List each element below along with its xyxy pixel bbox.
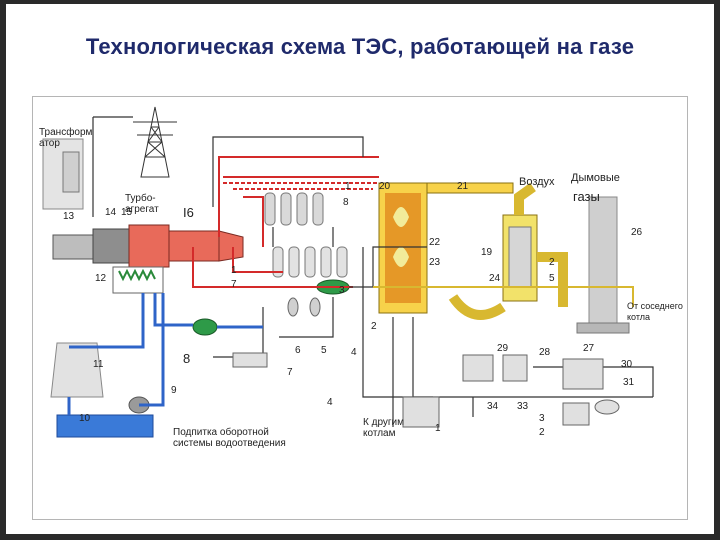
lp-heaters xyxy=(272,246,348,278)
marker-10: 10 xyxy=(79,413,91,424)
turbo-generator xyxy=(52,224,244,268)
marker-18-bottom: 8 xyxy=(343,197,349,208)
marker-4-lower: 4 xyxy=(327,397,333,408)
marker-28: 28 xyxy=(539,347,551,358)
page-title: Технологическая схема ТЭС, работающей на… xyxy=(85,34,635,59)
marker-29: 29 xyxy=(497,343,509,354)
transformer-label: Трансформ атор xyxy=(39,127,93,149)
marker-12: 12 xyxy=(95,273,107,284)
flue-gases-label-2: газы xyxy=(573,189,600,204)
marker-9: 9 xyxy=(171,385,177,396)
marker-18-top: 1 xyxy=(345,181,351,192)
marker-4-upper: 4 xyxy=(351,347,357,358)
marker-23: 23 xyxy=(429,257,441,268)
other-boilers-label: К другим котлам xyxy=(363,417,404,439)
marker-13: 13 xyxy=(63,211,75,222)
boiler xyxy=(378,182,514,314)
steam-lines xyxy=(192,156,379,288)
marker-25-top: 2 xyxy=(549,257,555,268)
marker-21: 21 xyxy=(457,181,469,192)
slide: Технологическая схема ТЭС, работающей на… xyxy=(6,4,714,534)
condenser xyxy=(112,266,164,294)
marker-22: 22 xyxy=(429,237,441,248)
marker-26: 26 xyxy=(631,227,643,238)
neighbor-boiler-label: От соседнего котла xyxy=(627,301,683,322)
marker-32-bottom: 2 xyxy=(539,427,545,438)
marker-30: 30 xyxy=(621,359,633,370)
feed-pumps xyxy=(287,297,321,317)
marker-8: 8 xyxy=(183,351,191,366)
marker-24: 24 xyxy=(489,273,501,284)
turbo-label: Турбо-агрегат xyxy=(125,193,159,215)
marker-34: 34 xyxy=(487,401,499,412)
cooling-tower xyxy=(50,342,104,398)
marker-2: 2 xyxy=(371,321,377,332)
cooling-basin xyxy=(56,414,154,438)
marker-20: 20 xyxy=(379,181,391,192)
transformer xyxy=(42,138,84,210)
marker-32-top: 3 xyxy=(539,413,545,424)
marker-3: 3 xyxy=(339,285,345,296)
marker-1: 1 xyxy=(435,423,441,434)
plant-schematic xyxy=(42,106,654,438)
chimney xyxy=(576,196,630,334)
marker-7: 7 xyxy=(287,367,293,378)
power-tower xyxy=(133,106,177,178)
marker-17-top: 1 xyxy=(231,265,237,276)
marker-15: 15 xyxy=(121,207,133,218)
lower-equipment xyxy=(232,352,620,428)
marker-11: 11 xyxy=(93,359,104,370)
marker-17-bottom: 7 xyxy=(231,279,237,290)
gas-line xyxy=(373,286,634,307)
marker-27: 27 xyxy=(583,343,595,354)
flue-gases-label-1: Дымовые xyxy=(571,172,620,184)
marker-31: 31 xyxy=(623,377,635,388)
makeup-label: Подпитка оборотной системы водоотведения xyxy=(173,427,286,449)
marker-16: I6 xyxy=(183,205,194,220)
marker-6: 6 xyxy=(295,345,301,356)
schematic-frame: Трансформ атор Турбо-агрегат Воздух Дымо… xyxy=(32,96,688,520)
condensate-lines xyxy=(67,293,263,415)
hp-heaters xyxy=(264,192,324,226)
condensate-pump xyxy=(192,318,218,336)
marker-5: 5 xyxy=(321,345,327,356)
marker-33: 33 xyxy=(517,401,529,412)
marker-19: 19 xyxy=(481,247,493,258)
marker-25-bottom: 5 xyxy=(549,273,555,284)
air-heater xyxy=(448,182,568,320)
air-label: Воздух xyxy=(519,176,555,188)
marker-14: 14 xyxy=(105,207,117,218)
